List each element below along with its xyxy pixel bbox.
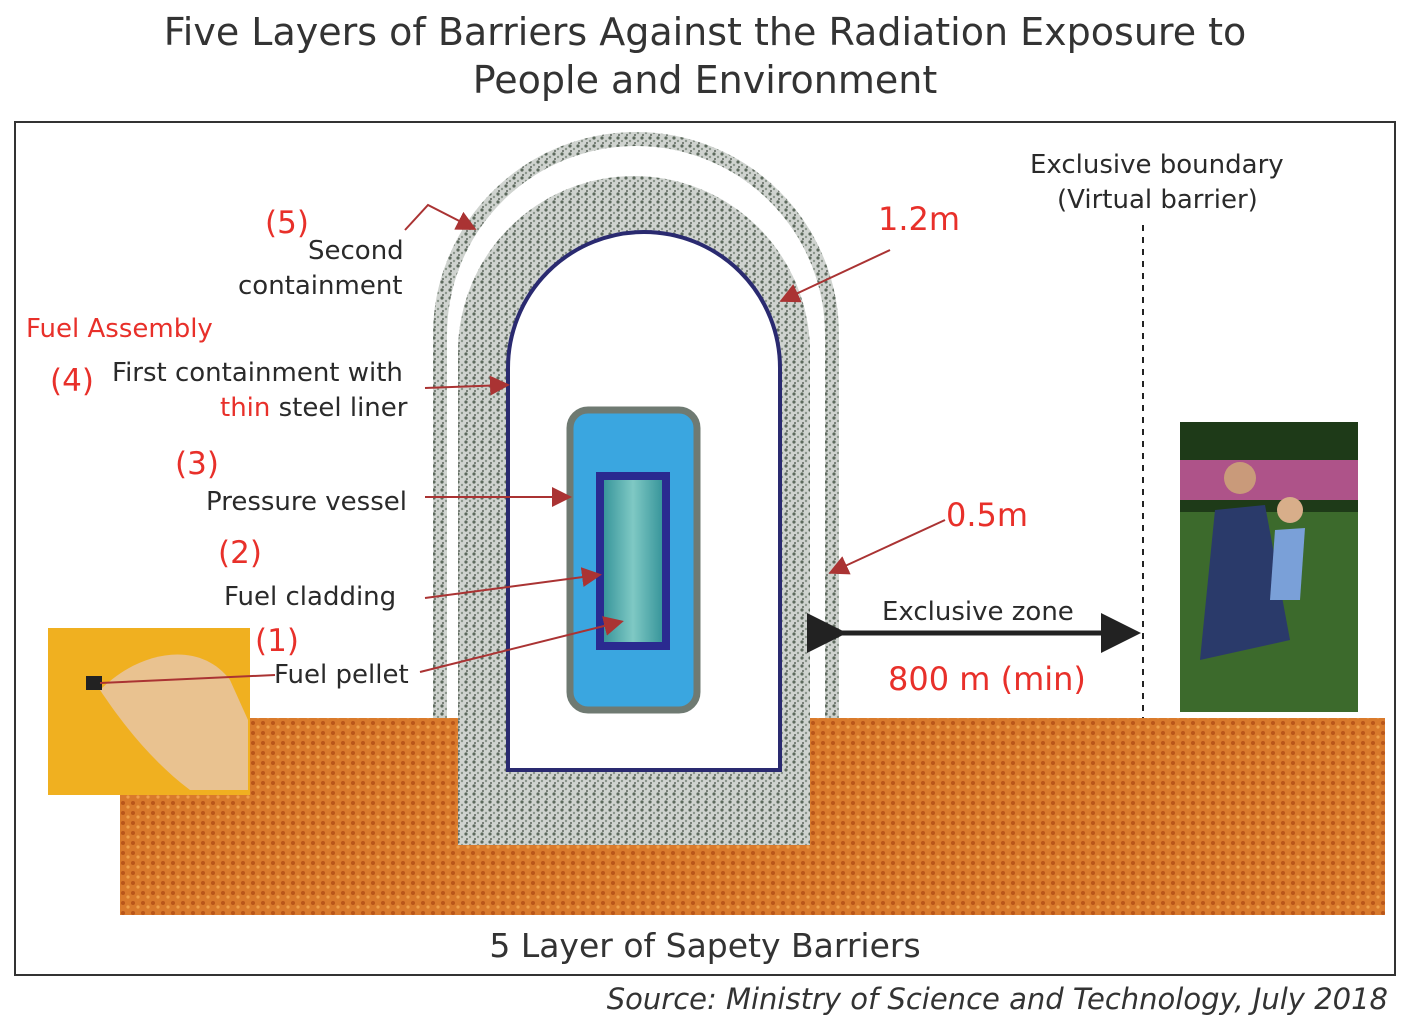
title-line-1: Five Layers of Barriers Against the Radi… — [163, 10, 1247, 54]
layer2-number: (2) — [218, 535, 262, 571]
fuel-assembly-label: Fuel Assembly — [26, 314, 213, 344]
layer5-label-2: containment — [238, 271, 403, 301]
source-note: Source: Ministry of Science and Technolo… — [606, 982, 1388, 1016]
boundary-label-1: Exclusive boundary — [1030, 150, 1284, 180]
layer4-number: (4) — [50, 363, 94, 399]
thickness-outer: 1.2m — [878, 200, 961, 238]
layer2-label: Fuel cladding — [224, 582, 397, 612]
exclusive-zone-label: Exclusive zone — [882, 597, 1074, 627]
layer4-label-1: First containment with — [112, 358, 403, 388]
layer1-number: (1) — [255, 623, 299, 659]
boundary-label-2: (Virtual barrier) — [1057, 185, 1258, 215]
layer3-label: Pressure vessel — [206, 487, 407, 517]
layer4-thin: thin — [220, 393, 271, 423]
title-line-2: People and Environment — [472, 58, 938, 102]
thickness-inner: 0.5m — [946, 496, 1029, 534]
second-containment — [433, 132, 839, 718]
layer5-label-1: Second — [308, 236, 404, 266]
layer3-number: (3) — [175, 446, 219, 482]
frame — [14, 121, 1396, 976]
distance-label: 800 m (min) — [888, 660, 1086, 698]
fuel-cladding — [596, 472, 670, 650]
caption: 5 Layer of Sapety Barriers — [489, 926, 921, 965]
layer5-number: (5) — [265, 205, 309, 241]
layer4-label-2: steel liner — [270, 393, 408, 423]
layer1-label: Fuel pellet — [274, 660, 409, 690]
